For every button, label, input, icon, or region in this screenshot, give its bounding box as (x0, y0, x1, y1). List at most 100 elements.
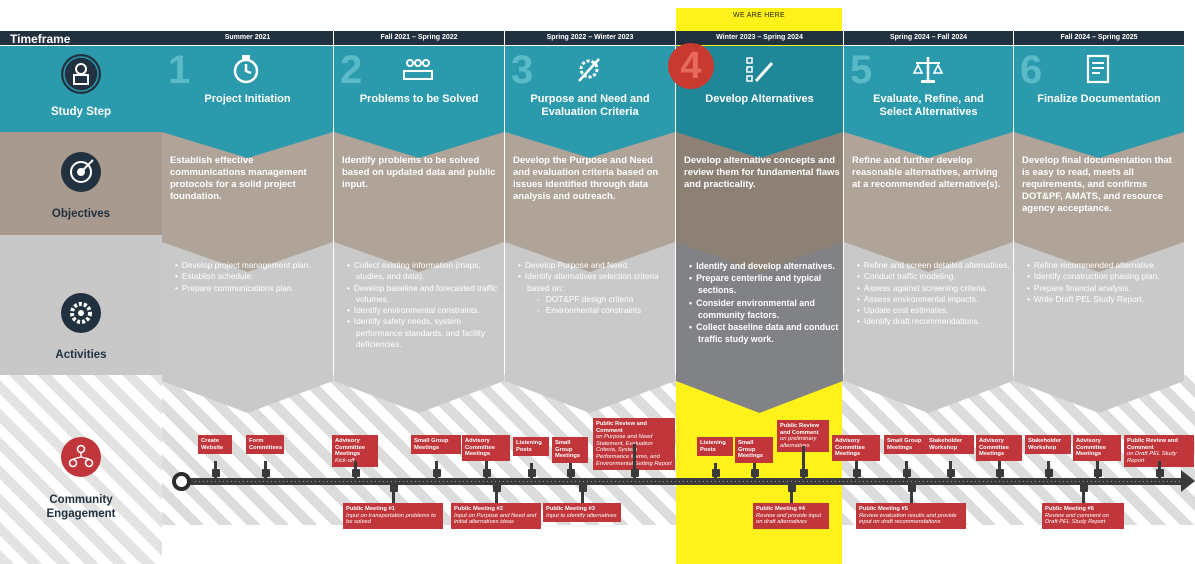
timeline-start-marker (172, 472, 191, 491)
event-connector (1082, 485, 1085, 503)
engagement-event: Small Group Meetings (884, 435, 928, 455)
engagement-event: Advisory Committee Meetings (832, 435, 880, 461)
activity-item: Identify alternatives selection criteria… (515, 271, 671, 294)
activities-list: Refine and screen detailed alternatives.… (854, 260, 1010, 328)
activity-item: DOT&PF design criteria (515, 294, 671, 305)
event-connector (910, 485, 913, 503)
bulb-box-icon (61, 54, 101, 94)
event-marker (712, 469, 720, 477)
event-marker (1156, 469, 1164, 477)
activity-item: Identify environmental constraints. (344, 305, 500, 316)
event-marker (908, 484, 916, 492)
event-marker (528, 469, 536, 477)
event-marker (1080, 484, 1088, 492)
step-number: 1 (168, 48, 191, 92)
event-marker (800, 469, 808, 477)
step-title: Develop Alternatives (705, 93, 814, 105)
event-title: Advisory Committee Meetings (979, 438, 1009, 458)
activity-item: Assess against screening criteria. (854, 283, 1010, 294)
objective-text: Establish effective communications manag… (170, 155, 307, 202)
objectives-row-label: Objectives (0, 132, 162, 235)
community-engagement-label: Community Engagement (46, 494, 116, 520)
event-title: Create Website (201, 438, 224, 451)
step-title: Finalize Documentation (1037, 93, 1161, 105)
study-step-cell (505, 46, 675, 132)
study-step-row-label: Study Step (0, 46, 162, 132)
engagement-event: Advisory Committee Meetings (976, 435, 1022, 461)
objective-text: Identify problems to be solved based on … (342, 155, 496, 190)
engagement-event: Advisory Committee Meetings (1073, 435, 1121, 461)
activities-list: Develop project management plan.Establis… (172, 260, 328, 294)
timeframe-label: Timeframe (0, 31, 162, 46)
event-subtitle: on preliminary alternatives (780, 436, 817, 449)
event-marker (390, 484, 398, 492)
timeframe-header: Spring 2024 – Fall 2024 (844, 31, 1013, 45)
timeframe-header: Winter 2023 – Spring 2024 (676, 31, 843, 45)
event-subtitle: Review evaluation results and provide in… (859, 512, 957, 526)
stopwatch-icon (233, 55, 259, 84)
engagement-event: Listening Posts (513, 437, 549, 457)
event-title: Small Group Meetings (414, 438, 449, 451)
objective-text: Develop final documentation that is easy… (1022, 155, 1172, 214)
event-title: Stakeholder Workshop (929, 438, 963, 451)
event-title: Advisory Committee Meetings (835, 438, 865, 458)
activity-item: Identify draft recommendations. (854, 316, 1010, 327)
event-marker (751, 469, 759, 477)
step-number: 3 (511, 48, 534, 92)
activity-item: Prepare centerline and typical sections. (686, 272, 842, 296)
event-title: Listening Posts (700, 440, 726, 453)
activity-item: Conduct traffic modeling. (854, 271, 1010, 282)
event-subtitle: Kick-off (335, 457, 355, 464)
event-connector (633, 444, 636, 481)
event-title: Public Review and Comment (1127, 438, 1178, 451)
event-marker (212, 469, 220, 477)
engagement-event: Create Website (198, 435, 232, 455)
timeframe-header: Fall 2024 – Spring 2025 (1014, 31, 1184, 45)
event-title: Public Meeting #5 (859, 506, 908, 512)
event-marker (493, 484, 501, 492)
event-connector (790, 485, 793, 503)
document-icon (1086, 54, 1110, 84)
objective-text: Refine and further develop reasonable al… (852, 155, 1001, 190)
event-title: Stakeholder Workshop (1028, 438, 1062, 451)
activities-label: Activities (55, 349, 107, 361)
event-marker (567, 469, 575, 477)
activity-item: Environmental constraints (515, 305, 671, 316)
activities-list: Refine recommended alternative.Identify … (1024, 260, 1180, 305)
event-title: Advisory Committee Meetings (1076, 438, 1106, 458)
event-marker (853, 469, 861, 477)
engagement-event: Advisory Committee Meetings (462, 435, 510, 461)
event-marker (631, 469, 639, 477)
timeframe-header: Spring 2022 – Winter 2023 (505, 31, 675, 45)
event-marker (483, 469, 491, 477)
event-title: Public Review and Comment (596, 421, 647, 434)
event-marker (262, 469, 270, 477)
engagement-event: Stakeholder Workshop (1025, 435, 1071, 455)
objective-text: Develop the Purpose and Need and evaluat… (513, 155, 659, 202)
activity-item: Identify and develop alternatives. (686, 260, 842, 272)
activity-item: Develop baseline and forecasted traffic … (344, 283, 500, 306)
event-title: Small Group Meetings (887, 438, 922, 451)
event-connector (392, 485, 395, 503)
event-connector (802, 446, 805, 481)
objectives-label: Objectives (51, 208, 111, 220)
event-title: Advisory Committee Meetings (335, 438, 365, 458)
engagement-event: Listening Posts (697, 437, 733, 457)
event-title: Form Committees (249, 438, 283, 451)
step-title: Purpose and Need and Evaluation Criteria (530, 93, 650, 118)
activity-item: Assess environmental impacts. (854, 294, 1010, 305)
activity-item: Write Draft PEL Study Report. (1024, 294, 1180, 305)
activity-item: Develop Purpose and Need. (515, 260, 671, 271)
activity-item: Identify construction phasing plan. (1024, 271, 1180, 282)
event-marker (579, 484, 587, 492)
engagement-event: Small Group Meetings (552, 437, 588, 463)
event-title: Public Meeting #1 (346, 506, 395, 512)
community-row-label: Community Engagement (0, 375, 162, 564)
step-number: 6 (1020, 48, 1043, 92)
